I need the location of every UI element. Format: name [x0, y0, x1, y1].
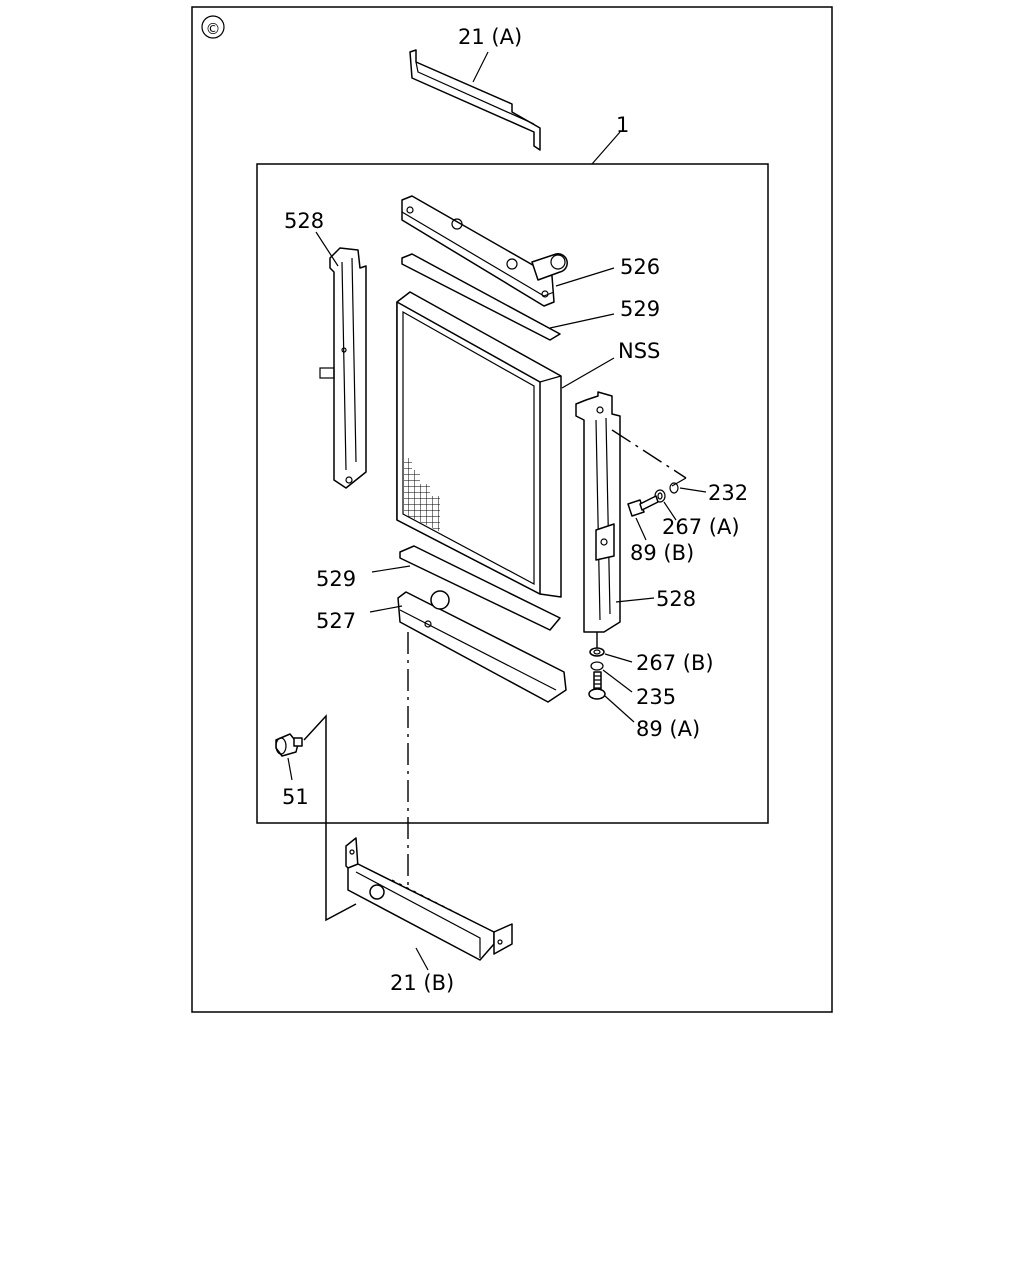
radiator-assembly-frame: [256, 163, 769, 824]
drain-cock-part: [275, 733, 303, 757]
outer-frame: [191, 6, 833, 1013]
callout-21a: 21 (A): [458, 25, 522, 49]
callout-89b: 89 (B): [630, 541, 694, 565]
callout-528-right: 528: [656, 587, 696, 611]
callout-89a: 89 (A): [636, 717, 700, 741]
washer-232-icon: [669, 482, 679, 494]
callout-51: 51: [282, 785, 309, 809]
svg-text:©: ©: [206, 20, 221, 38]
corner-mark-icon: ©: [201, 15, 225, 39]
lower-tank-part: [397, 590, 567, 703]
callout-1: 1: [616, 113, 629, 137]
callout-527: 527: [316, 609, 356, 633]
left-side-bracket-part: [319, 247, 367, 489]
upper-tank-part: [401, 195, 568, 307]
callout-235: 235: [636, 685, 676, 709]
radiator-core-part: [396, 291, 562, 598]
right-side-bracket-part: [575, 391, 621, 633]
callout-232: 232: [708, 481, 748, 505]
callout-21b: 21 (B): [390, 971, 454, 995]
bolt-89a-icon: [588, 671, 606, 700]
washer-235-icon: [590, 661, 604, 671]
washer-267b-icon: [589, 647, 605, 657]
callout-528-left: 528: [284, 209, 324, 233]
callout-nss: NSS: [618, 339, 660, 363]
callout-526: 526: [620, 255, 660, 279]
top-seal-part: [401, 253, 561, 341]
callout-529-top: 529: [620, 297, 660, 321]
lower-bracket-part: [345, 837, 513, 961]
bolt-89b-icon: [627, 495, 659, 517]
callout-529-bottom: 529: [316, 567, 356, 591]
upper-bracket-part: [409, 49, 541, 151]
callout-267a: 267 (A): [662, 515, 740, 539]
callout-267b: 267 (B): [636, 651, 714, 675]
bottom-seal-part: [399, 545, 561, 631]
